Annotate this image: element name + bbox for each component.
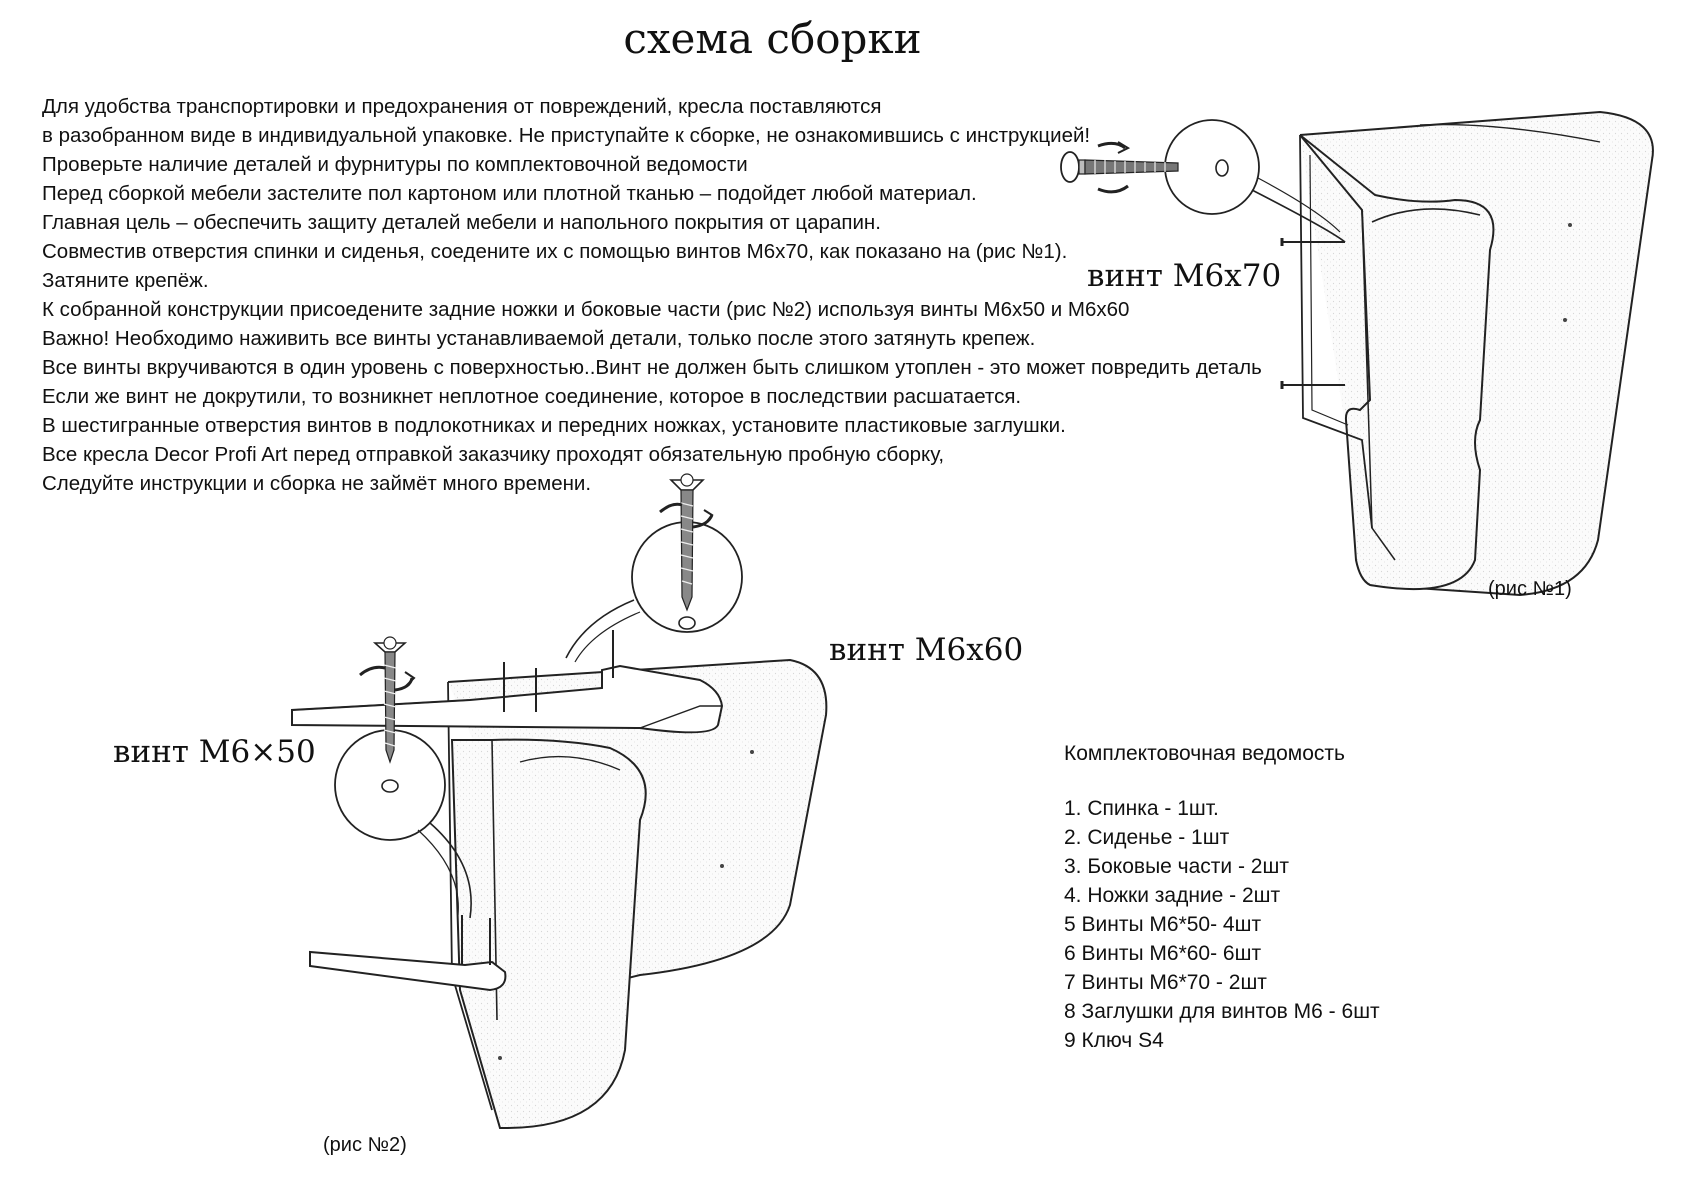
screw-label-m6x50: винт М6×50 xyxy=(113,734,316,770)
instruction-line: Проверьте наличие деталей и фурнитуры по… xyxy=(42,153,748,176)
screw-label-m6x60: винт М6х60 xyxy=(829,632,1024,668)
page-title: схема сборки xyxy=(623,14,922,63)
instruction-line: Совместив отверстия спинки и сиденья, со… xyxy=(42,240,1068,263)
parts-list-item: 5 Винты М6*50- 4шт xyxy=(1064,913,1262,936)
instruction-line: Для удобства транспортировки и предохран… xyxy=(42,95,882,118)
instruction-line: Перед сборкой мебели застелите пол карто… xyxy=(42,182,977,205)
seat-part xyxy=(1299,134,1495,591)
figure1-drawing xyxy=(1060,110,1654,597)
parts-list-item: 8 Заглушки для винтов М6 - 6шт xyxy=(1064,1000,1380,1023)
parts-list-item: 1. Спинка - 1шт. xyxy=(1064,797,1219,820)
instruction-line: Главная цель – обеспечить защиту деталей… xyxy=(42,211,881,234)
instruction-line: К собранной конструкции присоедените зад… xyxy=(42,298,1130,321)
figure2-caption: (рис №2) xyxy=(323,1134,407,1156)
instruction-line: Следуйте инструкции и сборка не займёт м… xyxy=(42,472,592,495)
screw-label-m6x70: винт М6х70 xyxy=(1087,258,1282,294)
instruction-line: Важно! Необходимо наживить все винты уст… xyxy=(42,327,1036,350)
parts-list-item: 4. Ножки задние - 2шт xyxy=(1064,884,1281,907)
side-part xyxy=(450,738,647,1130)
figure1-caption: (рис №1) xyxy=(1488,578,1572,600)
leg-bar xyxy=(309,950,507,992)
instruction-line: Все винты вкручиваются в один уровень с … xyxy=(42,356,1262,379)
instruction-line: в разобранном виде в индивидуальной упак… xyxy=(42,124,1091,147)
armrest-bar xyxy=(291,664,724,734)
parts-list-item: 3. Боковые части - 2шт xyxy=(1064,855,1289,878)
instruction-line: Если же винт не докрутили, то возникнет … xyxy=(42,385,1022,408)
figure2-drawing xyxy=(291,473,828,1130)
parts-list-item: 2. Сиденье - 1шт xyxy=(1064,826,1230,849)
instruction-line: Все кресла Decor Profi Art перед отправк… xyxy=(42,443,945,466)
instruction-line: В шестигранные отверстия винтов в подлок… xyxy=(42,414,1066,437)
parts-list-title: Комплектовочная ведомость xyxy=(1064,742,1345,765)
parts-list-item: 6 Винты М6*60- 6шт xyxy=(1064,942,1262,965)
parts-list-item: 9 Ключ S4 xyxy=(1064,1029,1164,1052)
parts-list-item: 7 Винты М6*70 - 2шт xyxy=(1064,971,1267,994)
parts-list: Комплектовочная ведомость 1. Спинка - 1ш… xyxy=(1064,742,1380,1055)
instruction-line: Затяните крепёж. xyxy=(42,269,209,292)
instructions-text: Для удобства транспортировки и предохран… xyxy=(42,92,1262,498)
